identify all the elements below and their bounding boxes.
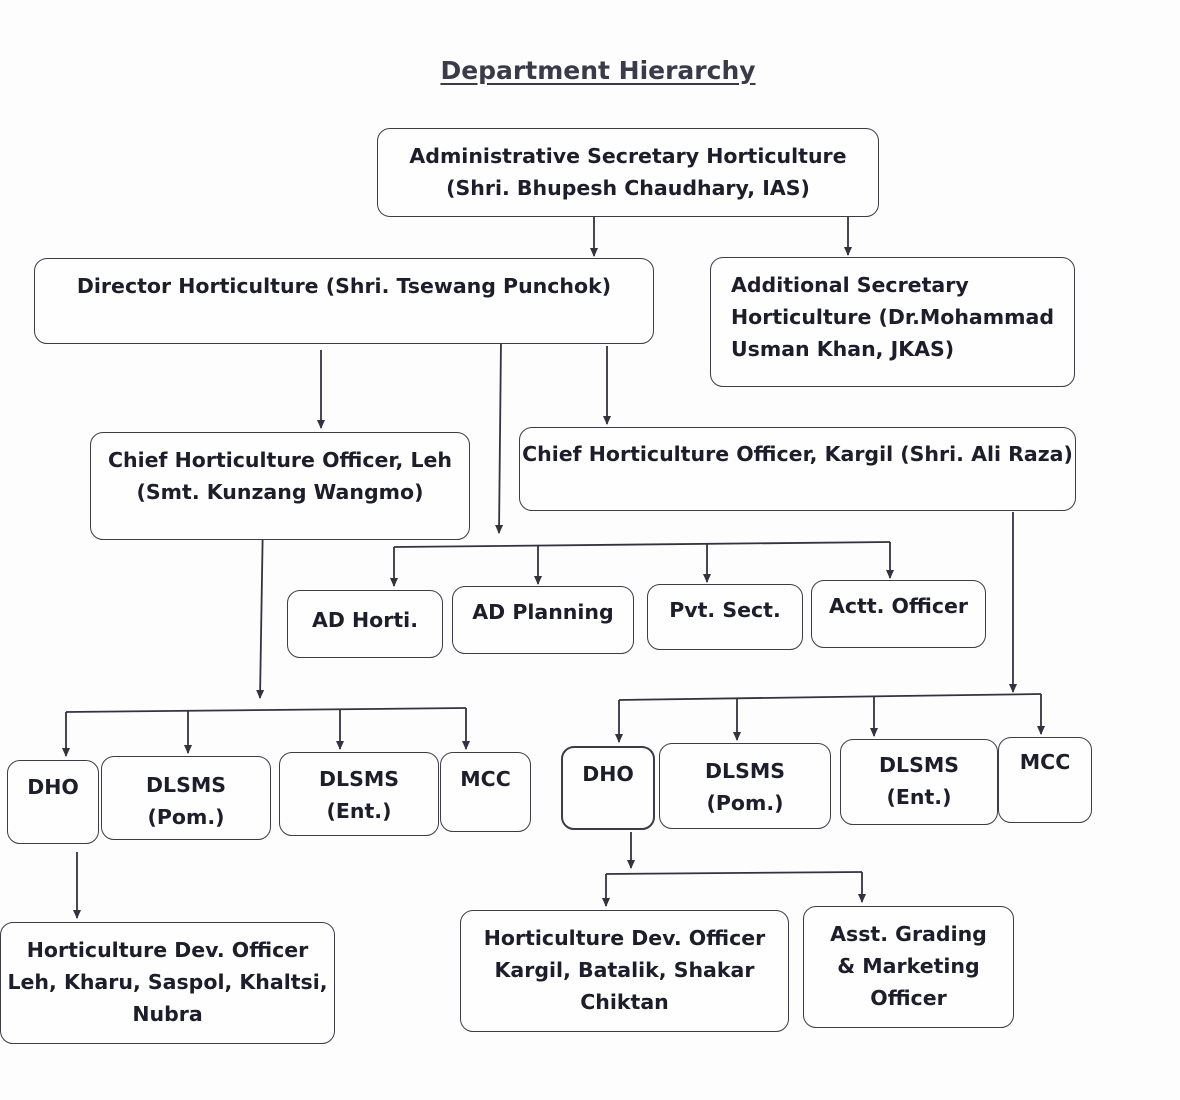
node-leh-mcc: MCC (440, 752, 531, 832)
node-cho-leh: Chief Horticulture Officer, Leh (Smt. Ku… (90, 432, 470, 540)
node-additional-secretary: Additional Secretary Horticulture (Dr.Mo… (710, 257, 1075, 387)
diagram-title: Department Hierarchy (440, 56, 756, 85)
node-leh-dlsms-pom: DLSMS (Pom.) (101, 756, 271, 840)
node-kargil-dho: DHO (561, 746, 655, 830)
node-ad-planning: AD Planning (452, 586, 634, 654)
kargil-sub-bus (605, 871, 863, 875)
node-leh-dho: DHO (7, 760, 99, 844)
node-pvt-sect: Pvt. Sect. (647, 584, 803, 650)
arrow-director-to-staff (495, 339, 504, 534)
node-admin-secretary: Administrative Secretary Horticulture (S… (377, 128, 879, 217)
node-kargil-mcc: MCC (998, 737, 1092, 823)
node-asst-grading-marketing: Asst. Grading & Marketing Officer (803, 906, 1014, 1028)
node-hdo-kargil: Horticulture Dev. Officer Kargil, Batali… (460, 910, 789, 1032)
leh-district-bus (65, 707, 467, 713)
node-director: Director Horticulture (Shri. Tsewang Pun… (34, 258, 654, 344)
node-actt-officer: Actt. Officer (811, 580, 986, 648)
staff-bus (393, 541, 891, 548)
node-kargil-dlsms-pom: DLSMS (Pom.) (659, 743, 831, 829)
kargil-district-bus (618, 693, 1042, 701)
node-cho-kargil: Chief Horticulture Officer, Kargil (Shri… (519, 427, 1076, 511)
arrow-cho-leh-to-district (256, 515, 265, 699)
node-leh-dlsms-ent: DLSMS (Ent.) (279, 752, 439, 836)
node-hdo-leh: Horticulture Dev. Officer Leh, Kharu, Sa… (0, 922, 335, 1044)
node-ad-horti: AD Horti. (287, 590, 443, 658)
node-kargil-dlsms-ent: DLSMS (Ent.) (840, 739, 998, 825)
